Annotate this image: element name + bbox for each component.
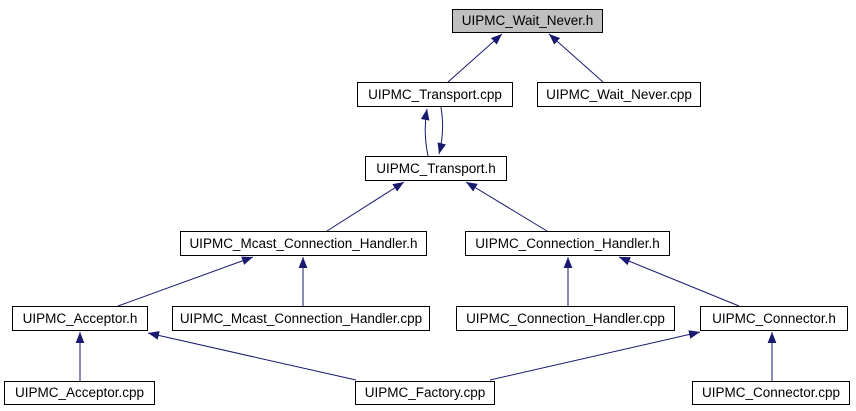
graph-edge-uipmc-connector-h-to-uipmc-connection-handler-h (618, 256, 740, 307)
graph-node-uipmc-acceptor-cpp[interactable]: UIPMC_Acceptor.cpp (4, 381, 155, 405)
graph-node-uipmc-transport-h[interactable]: UIPMC_Transport.h (365, 156, 507, 181)
graph-node-uipmc-connection-handler-h[interactable]: UIPMC_Connection_Handler.h (465, 231, 670, 256)
graph-node-uipmc-transport-cpp[interactable]: UIPMC_Transport.cpp (357, 82, 513, 107)
graph-edge-uipmc-acceptor-h-to-uipmc-mcast-connection-handler-h (117, 256, 254, 307)
graph-node-uipmc-wait-never-cpp[interactable]: UIPMC_Wait_Never.cpp (537, 82, 701, 107)
graph-node-uipmc-connector-cpp[interactable]: UIPMC_Connector.cpp (692, 381, 850, 405)
graph-edge-uipmc-connection-handler-h-to-uipmc-transport-h (465, 181, 548, 232)
graph-edge-uipmc-transport-h-to-uipmc-transport-cpp (420, 108, 430, 157)
graph-node-uipmc-mcast-connection-handler-cpp[interactable]: UIPMC_Mcast_Connection_Handler.cpp (172, 306, 430, 331)
graph-edge-uipmc-transport-cpp-to-uipmc-wait-never-h (447, 33, 503, 83)
graph-edge-uipmc-factory-cpp-to-uipmc-acceptor-h (147, 331, 357, 381)
graph-node-uipmc-factory-cpp[interactable]: UIPMC_Factory.cpp (355, 381, 495, 405)
graph-edge-uipmc-factory-cpp-to-uipmc-connector-h (489, 330, 701, 381)
graph-node-uipmc-acceptor-h[interactable]: UIPMC_Acceptor.h (12, 306, 148, 331)
graph-edge-uipmc-transport-cpp-to-uipmc-transport-h (437, 106, 447, 155)
graph-edge-uipmc-wait-never-cpp-to-uipmc-wait-never-h (548, 33, 604, 83)
graph-node-uipmc-wait-never-h: UIPMC_Wait_Never.h (452, 9, 603, 33)
graph-edge-uipmc-mcast-connection-handler-h-to-uipmc-transport-h (326, 181, 405, 232)
graph-node-uipmc-connection-handler-cpp[interactable]: UIPMC_Connection_Handler.cpp (456, 306, 675, 331)
graph-node-uipmc-connector-h[interactable]: UIPMC_Connector.h (700, 306, 848, 331)
graph-node-uipmc-mcast-connection-handler-h[interactable]: UIPMC_Mcast_Connection_Handler.h (180, 231, 427, 256)
